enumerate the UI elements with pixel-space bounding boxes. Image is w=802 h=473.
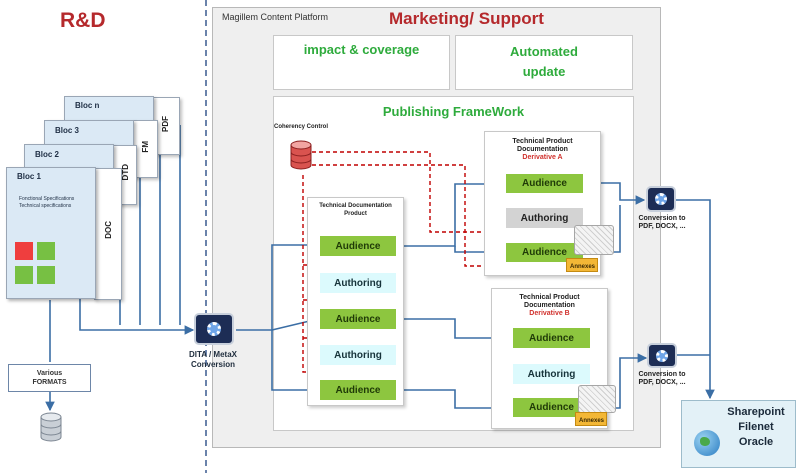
repository-label: Sharepoint Filenet Oracle xyxy=(727,406,785,448)
various-formats-box: Various FORMATS xyxy=(8,364,91,392)
derivA-annexes-folder-icon[interactable]: Annexes xyxy=(566,258,598,272)
dita-conversion-gear-icon[interactable] xyxy=(194,313,234,345)
tdp-audience-3[interactable]: Audience xyxy=(320,380,396,400)
conversion-2-gear-icon[interactable] xyxy=(647,343,677,368)
impact-coverage-label: impact & coverage xyxy=(303,42,420,57)
platform-label: Magillem Content Platform xyxy=(222,12,329,22)
various-formats-line1: Various xyxy=(36,370,63,377)
rd-title: R&D xyxy=(60,9,106,32)
coherency-control-label: Coherency Control xyxy=(274,124,329,130)
automated-update-box xyxy=(455,35,633,90)
derivB-authoring[interactable]: Authoring xyxy=(513,364,590,384)
derivA-authoring[interactable]: Authoring xyxy=(506,208,583,228)
database-icon xyxy=(40,412,62,447)
line-conv-to-sharepoint xyxy=(675,199,715,400)
machine-drawing-icon xyxy=(574,225,614,255)
line-tdp-to-derivA xyxy=(397,179,505,247)
publishing-framework-title: Publishing FrameWork xyxy=(382,104,525,119)
line-conv-to-tdp xyxy=(236,240,320,331)
bloc-1: Bloc 1 Fonctional Specifications Technic… xyxy=(6,167,96,299)
impact-coverage-box xyxy=(273,35,450,90)
conversion-1-label: Conversion to PDF, DOCX, ... xyxy=(638,215,686,230)
doc-sheet-doc: DOC xyxy=(94,168,122,300)
various-formats-line2: FORMATS xyxy=(32,379,67,386)
derivative-b-title: Technical Product Documentation Derivati… xyxy=(519,294,580,317)
tdp-box xyxy=(307,197,404,406)
bloc-piece-green xyxy=(15,266,33,284)
bloc-piece-red xyxy=(15,242,33,260)
derivB-audience-2[interactable]: Audience xyxy=(513,398,590,417)
derivative-a-title: Technical Product Documentation Derivati… xyxy=(512,138,573,161)
tdp-audience-2[interactable]: Audience xyxy=(320,309,396,329)
tdp-title: Technical Documentation Product xyxy=(319,203,392,217)
derivA-audience-2[interactable]: Audience xyxy=(506,243,583,262)
conversion-1-gear-icon[interactable] xyxy=(646,186,676,212)
automated-update-label: Automated update xyxy=(510,44,578,79)
coherency-link-derivA xyxy=(312,151,506,233)
tdp-authoring-1[interactable]: Authoring xyxy=(320,273,396,293)
tdp-audience-1[interactable]: Audience xyxy=(320,236,396,256)
platform-title: Marketing/ Support xyxy=(389,9,544,28)
bloc-piece-green xyxy=(37,266,55,284)
derivB-audience-1[interactable]: Audience xyxy=(513,328,590,348)
tdp-authoring-2[interactable]: Authoring xyxy=(320,345,396,365)
machine-drawing-icon xyxy=(578,385,616,413)
derivB-annexes-folder-icon[interactable]: Annexes xyxy=(575,412,607,426)
line-derivA-to-conv1 xyxy=(583,182,646,205)
coherency-database-icon xyxy=(290,140,312,175)
bloc-piece-green xyxy=(37,242,55,260)
line-tdp-to-derivB xyxy=(397,318,512,343)
dita-conversion-label: DITA / MetaX Conversion xyxy=(188,350,237,369)
conversion-2-label: Conversion to PDF, DOCX, ... xyxy=(638,371,686,386)
globe-icon xyxy=(694,430,720,456)
derivA-audience-1[interactable]: Audience xyxy=(506,174,583,193)
